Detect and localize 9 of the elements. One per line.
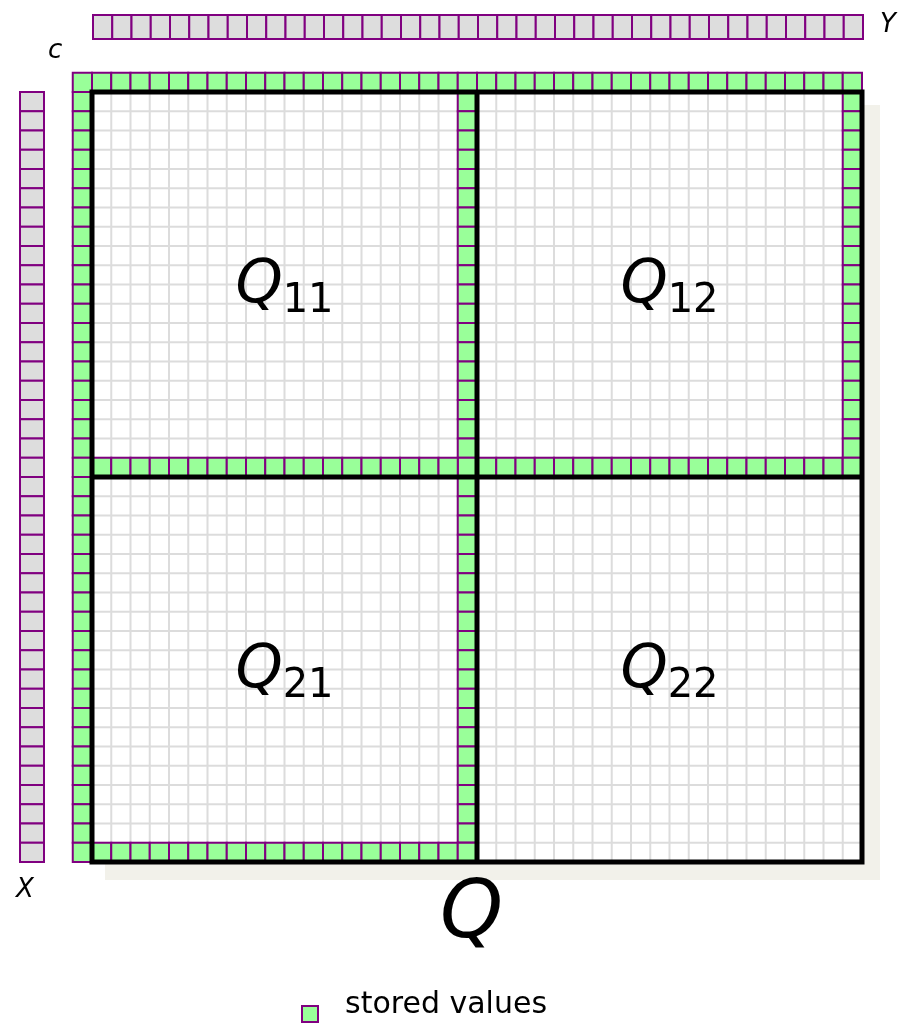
axis-label: c — [48, 36, 63, 62]
quadrant-label: Q$_{12}$ — [620, 251, 719, 318]
axis-label: X — [16, 875, 34, 901]
matrix-label: Q — [440, 870, 503, 950]
quadrant-label: Q$_{11}$ — [235, 251, 334, 318]
quadrant-label: Q$_{22}$ — [620, 636, 719, 703]
legend-label: stored values — [345, 985, 548, 1021]
quadrant-label: Q$_{21}$ — [235, 636, 334, 703]
axis-label: Y — [880, 10, 896, 36]
